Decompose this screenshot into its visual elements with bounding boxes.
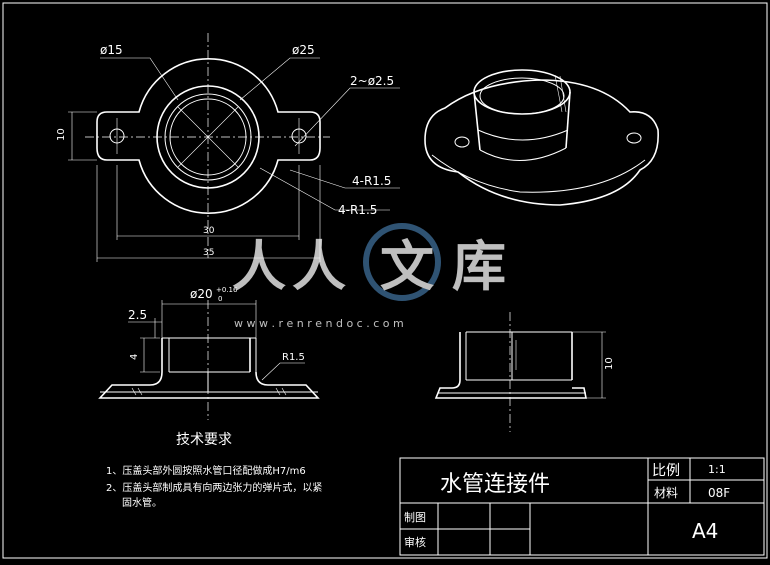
side-view: 10 [434, 312, 615, 432]
drawn-label: 制图 [404, 511, 426, 524]
dim-label-d25: ø25 [292, 43, 315, 57]
dim-label-4: 4 [129, 354, 140, 360]
watermark-url: w w w . r e n r e n d o c . c o m [234, 317, 404, 330]
leader-holes [294, 87, 400, 147]
iso-hole-left [454, 136, 470, 148]
sheet-size: A4 [692, 519, 718, 543]
section-view: ø20 +0.16 0 2.5 4 R1.5 [98, 286, 320, 420]
dim-label-side-10: 10 [604, 357, 615, 370]
watermark-char-4: 库 [452, 234, 506, 298]
dim-label-2-5: 2.5 [128, 308, 147, 322]
dim-label-30: 30 [203, 226, 215, 236]
part-name: 水管连接件 [440, 472, 550, 497]
technical-requirements: 技术要求 1、压盖头部外圆按照水管口径配做成H7/m6 2、压盖头部制成具有向两… [106, 432, 322, 509]
checked-label: 审核 [404, 535, 426, 549]
watermark-char-1: 人 [232, 234, 286, 298]
leader-d15 [100, 57, 179, 101]
requirements-title: 技术要求 [176, 432, 232, 448]
watermark-char-3: 文 [380, 234, 434, 298]
leader-d25 [239, 57, 320, 101]
leader-r-upper [289, 169, 400, 189]
dim-label-r-upper: 4-R1.5 [352, 174, 391, 188]
iso-flange [424, 79, 659, 206]
dim-label-holes: 2~ø2.5 [350, 74, 394, 88]
section-flange [98, 371, 320, 399]
dim-label-35: 35 [203, 248, 214, 258]
tolerance-lower: 0 [218, 295, 222, 303]
material-value: 08F [708, 486, 730, 500]
title-block: 水管连接件 比例 1:1 材料 08F 制图 审核 A4 [399, 457, 765, 556]
dim-label-d15: ø15 [100, 43, 123, 57]
leader-r [261, 362, 305, 381]
watermark: 人 人 文 库 w w w . r e n r e n d o c . c o … [232, 223, 506, 330]
flange-outline [96, 58, 321, 214]
top-view: ø15 ø25 2~ø2.5 4-R1.5 4-R1.5 30 35 10 [56, 33, 400, 262]
dim-label-r-lower: 4-R1.5 [338, 203, 377, 217]
side-flange [434, 379, 587, 399]
requirement-2: 2、压盖头部制成具有向两边张力的弹片式，以紧 [106, 481, 322, 494]
tolerance-upper: +0.16 [216, 286, 238, 294]
dim-label-r: R1.5 [282, 352, 305, 363]
isometric-view [424, 69, 659, 206]
watermark-char-2: 人 [292, 234, 346, 298]
watermark-logo-ring [363, 223, 441, 301]
requirement-3: 固水管。 [122, 496, 162, 509]
iso-hole-right [626, 132, 642, 144]
scale-label: 比例 [652, 463, 680, 479]
dim-label-d20: ø20 [190, 287, 213, 301]
scale-value: 1:1 [708, 463, 726, 476]
material-label: 材料 [654, 486, 678, 500]
leader-r-lower [259, 167, 390, 211]
dim-label-10: 10 [56, 128, 67, 141]
requirement-1: 1、压盖头部外圆按照水管口径配做成H7/m6 [106, 464, 306, 477]
